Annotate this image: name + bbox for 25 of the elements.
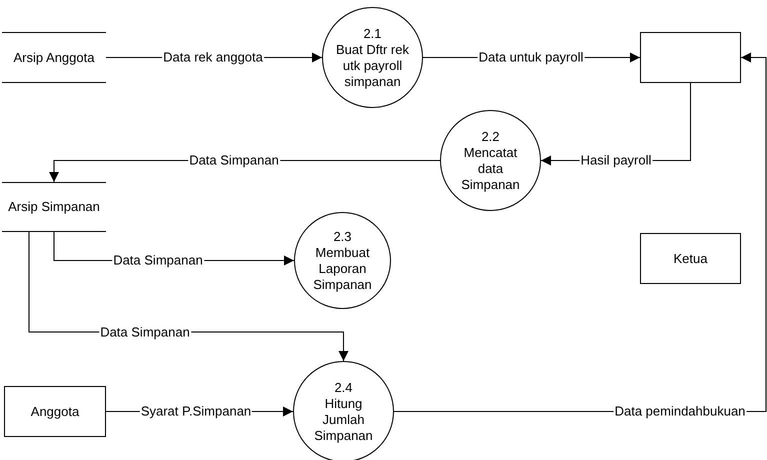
node-label: Ketua xyxy=(674,251,708,266)
edge-label: Data pemindahbukuan xyxy=(614,404,746,418)
external-entity-box xyxy=(4,386,106,437)
edge-label: Data Simpanan xyxy=(112,252,204,268)
edge-label: Hasil payroll xyxy=(580,152,652,168)
node-label: Arsip Anggota xyxy=(14,50,94,66)
edge-label: Syarat P.Simpanan xyxy=(140,404,252,418)
edge-label: Data Simpanan xyxy=(99,324,191,340)
node-label: Arsip Simpanan xyxy=(8,199,100,215)
node-label: Membuat Laporan Simpanan xyxy=(312,244,373,292)
node-label: Buat Dftr rek utk payroll simpanan xyxy=(335,42,410,90)
process-number: 2.4 xyxy=(334,380,353,396)
node-label: Hitung Jumlah Simpanan xyxy=(313,396,374,444)
process-number: 2.3 xyxy=(333,228,352,244)
external-entity-box xyxy=(640,32,741,83)
edge-label: Data rek anggota xyxy=(162,50,264,64)
edge-label: Data untuk payroll xyxy=(478,50,584,64)
edge-label: Data Simpanan xyxy=(188,152,280,168)
data-store xyxy=(2,182,106,232)
external-entity-box xyxy=(640,233,741,284)
node-label: Anggota xyxy=(30,404,80,419)
data-store xyxy=(2,32,106,83)
node-label: Mencatat data Simpanan xyxy=(460,144,521,192)
process-number: 2.1 xyxy=(363,26,382,42)
process-number: 2.2 xyxy=(481,128,500,144)
